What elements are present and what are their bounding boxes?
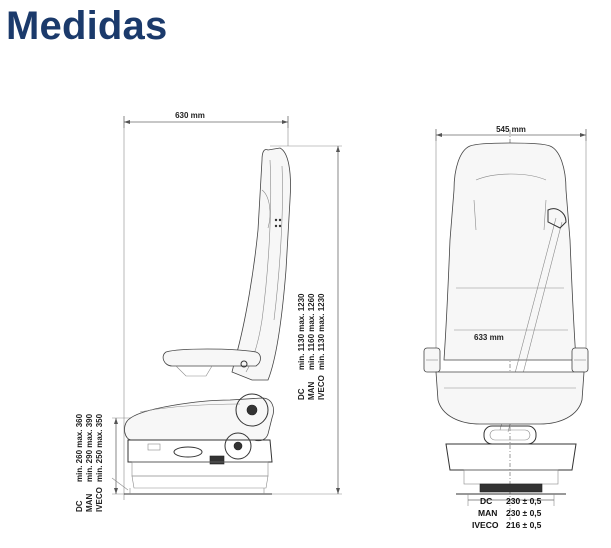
front-seat-cushion bbox=[435, 371, 585, 425]
seat-range-dc: min. 260 max. 360 bbox=[75, 413, 84, 482]
height-brand-man: MAN bbox=[307, 382, 316, 400]
base-brand-iveco: IVECO bbox=[472, 520, 499, 530]
side-height-table: DC min. 1130 max. 1230 MAN min. 1160 max… bbox=[297, 293, 326, 400]
height-brand-iveco: IVECO bbox=[317, 375, 326, 400]
height-brand-dc: DC bbox=[297, 388, 306, 400]
base-value-iveco: 216 ± 0,5 bbox=[506, 520, 542, 530]
side-view: 630 mm DC min. 1130 max. 1230 MAN min. 1… bbox=[75, 111, 342, 512]
side-armrest bbox=[162, 348, 261, 367]
side-width-label: 630 mm bbox=[175, 111, 205, 120]
front-backrest bbox=[443, 142, 577, 361]
side-adjust-knob-upper bbox=[235, 393, 269, 427]
side-backrest bbox=[231, 147, 291, 381]
seat-brand-dc: DC bbox=[75, 500, 84, 512]
front-base-table: DC 230 ± 0,5 MAN 230 ± 0,5 IVECO 216 ± 0… bbox=[472, 496, 542, 530]
base-brand-dc: DC bbox=[480, 496, 492, 506]
base-value-man: 230 ± 0,5 bbox=[506, 508, 542, 518]
side-adjust-knob-lower bbox=[224, 432, 252, 460]
seat-brand-man: MAN bbox=[85, 494, 94, 512]
side-handle bbox=[173, 446, 203, 458]
height-range-dc: min. 1130 max. 1230 bbox=[297, 293, 306, 370]
front-base bbox=[445, 443, 577, 471]
side-switch bbox=[209, 455, 225, 465]
side-base-mechanism bbox=[127, 439, 273, 463]
seat-height-table: DC min. 260 max. 360 MAN min. 290 max. 3… bbox=[75, 413, 104, 512]
seat-range-man: min. 290 max. 390 bbox=[85, 413, 94, 482]
page-title: Medidas bbox=[6, 4, 168, 48]
front-inner-label: 633 mm bbox=[474, 333, 504, 342]
base-brand-man: MAN bbox=[478, 508, 497, 518]
height-range-iveco: min. 1130 max. 1230 bbox=[317, 293, 326, 370]
height-range-man: min. 1160 max. 1260 bbox=[307, 293, 316, 370]
front-width-label: 545 mm bbox=[496, 125, 526, 134]
front-belt-anchor bbox=[547, 208, 567, 229]
side-seat-cushion bbox=[124, 397, 274, 442]
seat-brand-iveco: IVECO bbox=[95, 487, 104, 512]
front-rail bbox=[479, 483, 543, 493]
front-view: 545 mm 633 mm bbox=[423, 125, 589, 530]
base-value-dc: 230 ± 0,5 bbox=[506, 496, 542, 506]
seat-range-iveco: min. 250 max. 350 bbox=[95, 413, 104, 482]
